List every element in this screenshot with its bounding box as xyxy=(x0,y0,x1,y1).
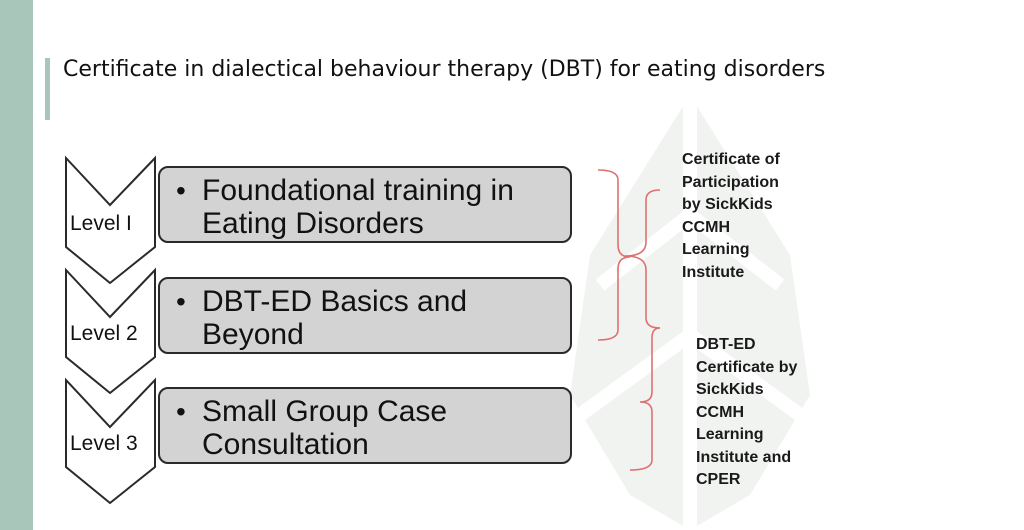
level-3-text: Small Group Case Consultation xyxy=(202,395,448,461)
level-3-chevron-shape xyxy=(65,377,156,505)
level-1-chevron-shape xyxy=(65,155,156,285)
level-1-box: • Foundational training in Eating Disord… xyxy=(158,166,572,243)
level-1-label: Level I xyxy=(70,212,132,235)
bullet-icon: • xyxy=(176,175,186,206)
bullet-icon: • xyxy=(176,396,186,427)
level-2-chevron-shape xyxy=(65,267,156,395)
certificate-dbt-ed-label: DBT-ED Certificate by SickKids CCMH Lear… xyxy=(696,336,798,488)
bullet-icon: • xyxy=(176,286,186,317)
level-2-text: DBT-ED Basics and Beyond xyxy=(202,285,468,351)
level-3-label: Level 3 xyxy=(70,432,138,455)
bracket-levels-1-2 xyxy=(597,169,631,341)
title-accent-bar xyxy=(45,58,50,120)
side-accent-strip xyxy=(0,0,33,530)
level-2-box: • DBT-ED Basics and Beyond xyxy=(158,277,572,354)
level-1-text: Foundational training in Eating Disorder… xyxy=(202,174,514,240)
page-title: Certificate in dialectical behaviour the… xyxy=(63,57,826,82)
certificate-participation-label: Certificate of Participation by SickKids… xyxy=(682,151,780,281)
level-3-box: • Small Group Case Consultation xyxy=(158,387,572,464)
bracket-participation xyxy=(624,189,661,329)
bracket-dbt-ed xyxy=(629,327,661,471)
level-2-label: Level 2 xyxy=(70,322,138,345)
leaf-watermark xyxy=(570,95,810,530)
